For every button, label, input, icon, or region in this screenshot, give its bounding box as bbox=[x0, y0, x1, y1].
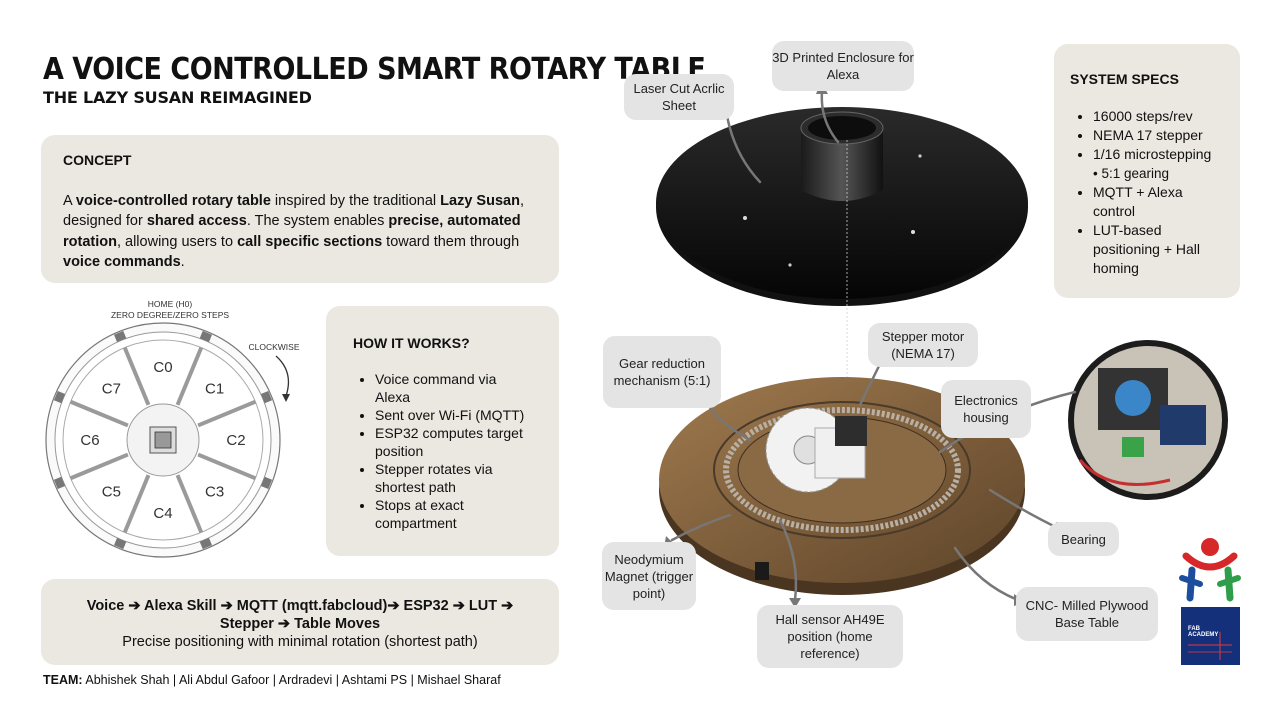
fab-logo-figures bbox=[1179, 538, 1241, 602]
compartment-divider bbox=[197, 399, 257, 428]
spec-sub-item: • 5:1 gearing bbox=[1093, 166, 1170, 181]
callout-stepper-motor: Stepper motor (NEMA 17) bbox=[868, 323, 978, 367]
rim-bracket bbox=[260, 476, 273, 490]
acrylic-disc bbox=[656, 107, 1028, 306]
concept-text-run: voice commands bbox=[63, 254, 181, 270]
rim-bracket bbox=[53, 390, 66, 404]
compartment-divider bbox=[69, 399, 129, 428]
concept-text-run: , designed for bbox=[63, 192, 524, 230]
how-it-works-item: Stops at exact compartment bbox=[375, 496, 533, 532]
how-it-works-item: Sent over Wi-Fi (MQTT) bbox=[375, 406, 533, 424]
rim-bracket bbox=[199, 330, 213, 343]
compartment-divider bbox=[175, 346, 204, 406]
callout-gear-reduction: Gear reduction mechanism (5:1) bbox=[603, 336, 721, 408]
rim-bracket bbox=[113, 330, 127, 343]
compartment-label: C2 bbox=[226, 432, 245, 449]
callout-cnc-base: CNC- Milled Plywood Base Table bbox=[1016, 587, 1158, 641]
flow-summary: Precise positioning with minimal rotatio… bbox=[122, 634, 478, 650]
how-it-works-heading: HOW IT WORKS? bbox=[353, 335, 470, 351]
how-it-works-list: Voice command via AlexaSent over Wi-Fi (… bbox=[375, 370, 533, 532]
compartment-label: C0 bbox=[153, 359, 172, 376]
spec-item: MQTT + Alexa control bbox=[1093, 183, 1224, 221]
compartment-divider bbox=[122, 474, 151, 534]
clockwise-label: CLOCKWISE bbox=[248, 342, 300, 352]
compartment-label: C7 bbox=[102, 380, 121, 397]
concept-text-run: A bbox=[63, 192, 76, 209]
spec-item: NEMA 17 stepper bbox=[1093, 126, 1224, 145]
concept-text-run: call specific sections bbox=[237, 233, 383, 250]
compartment-label: C3 bbox=[205, 484, 224, 501]
rim-bracket bbox=[260, 390, 273, 404]
team-members: Abhishek Shah | Ali Abdul Gafoor | Ardra… bbox=[85, 673, 501, 687]
poster-title: A VOICE CONTROLLED SMART ROTARY TABLE bbox=[43, 52, 706, 87]
compartment-divider bbox=[197, 452, 257, 481]
compartment-label: C6 bbox=[80, 432, 99, 449]
callout-electronics-housing: Electronics housing bbox=[941, 380, 1031, 438]
how-it-works-item: Stepper rotates via shortest path bbox=[375, 460, 533, 496]
concept-text-run: shared access bbox=[146, 213, 247, 229]
wooden-base bbox=[659, 377, 1025, 595]
spec-item: 1/16 microstepping bbox=[1093, 145, 1224, 164]
team-label: TEAM: bbox=[43, 673, 83, 687]
concept-text-run: Lazy Susan bbox=[440, 192, 520, 209]
concept-text-run: precise, automated rotation bbox=[63, 213, 521, 250]
home-label: HOME (H0) bbox=[147, 299, 193, 309]
compartment-label: C5 bbox=[102, 484, 121, 501]
concept-text-run: inspired by the traditional bbox=[270, 192, 441, 209]
fab-academy-text: FAB ACADEMY bbox=[1188, 626, 1218, 638]
concept-card: CONCEPT A voice-controlled rotary table … bbox=[41, 135, 559, 283]
zero-degree-label: ZERO DEGREE/ZERO STEPS bbox=[110, 310, 230, 320]
concept-text: A voice-controlled rotary table inspired… bbox=[63, 191, 537, 273]
concept-heading: CONCEPT bbox=[63, 152, 132, 168]
callout-neodymium-magnet: Neodymium Magnet (trigger point) bbox=[602, 542, 696, 610]
compartment-divider bbox=[69, 452, 129, 481]
spec-item: LUT-based positioning + Hall homing bbox=[1093, 221, 1224, 278]
rim-bracket bbox=[113, 537, 127, 550]
callout-hall-sensor: Hall sensor AH49E position (home referen… bbox=[757, 605, 903, 668]
compartment-label: C4 bbox=[153, 505, 172, 522]
how-it-works-item: Voice command via Alexa bbox=[375, 370, 533, 406]
compartment-divider bbox=[175, 474, 204, 534]
flow-pipeline: Voice ➔ Alexa Skill ➔ MQTT (mqtt.fabclou… bbox=[86, 598, 514, 632]
team-line: TEAM: Abhishek Shah | Ali Abdul Gafoor |… bbox=[43, 673, 501, 687]
concept-text-run: , allowing users to bbox=[116, 233, 238, 250]
rim-bracket bbox=[199, 537, 213, 550]
flow-card: Voice ➔ Alexa Skill ➔ MQTT (mqtt.fabclou… bbox=[41, 579, 559, 665]
poster-subtitle: THE LAZY SUSAN REIMAGINED bbox=[43, 88, 312, 107]
rim-bracket bbox=[53, 476, 66, 490]
concept-text-run: . The system enables bbox=[246, 213, 389, 229]
system-specs-card: SYSTEM SPECS 16000 steps/revNEMA 17 step… bbox=[1054, 44, 1240, 298]
electronics-photo bbox=[1068, 340, 1228, 500]
how-it-works-item: ESP32 computes target position bbox=[375, 424, 533, 460]
fab-academy-badge: FAB ACADEMY bbox=[1181, 607, 1240, 665]
callout-laser-cut-acrylic: Laser Cut Acrlic Sheet bbox=[624, 74, 734, 120]
callout-bearing: Bearing bbox=[1048, 522, 1119, 556]
concept-text-run: . bbox=[180, 254, 185, 270]
compartment-label: C1 bbox=[205, 380, 224, 397]
alexa-enclosure bbox=[800, 111, 884, 201]
system-specs-heading: SYSTEM SPECS bbox=[1070, 71, 1179, 87]
how-it-works-card: HOW IT WORKS? Voice command via AlexaSen… bbox=[326, 306, 559, 556]
compartment-divider bbox=[122, 346, 151, 406]
system-specs-list: 16000 steps/revNEMA 17 stepper1/16 micro… bbox=[1093, 107, 1224, 278]
concept-text-run: toward them through bbox=[382, 233, 520, 250]
spec-item: 16000 steps/rev bbox=[1093, 107, 1224, 126]
callout-alexa-enclosure: 3D Printed Enclosure for Alexa bbox=[772, 41, 914, 91]
concept-text-run: voice-controlled rotary table bbox=[75, 192, 271, 209]
